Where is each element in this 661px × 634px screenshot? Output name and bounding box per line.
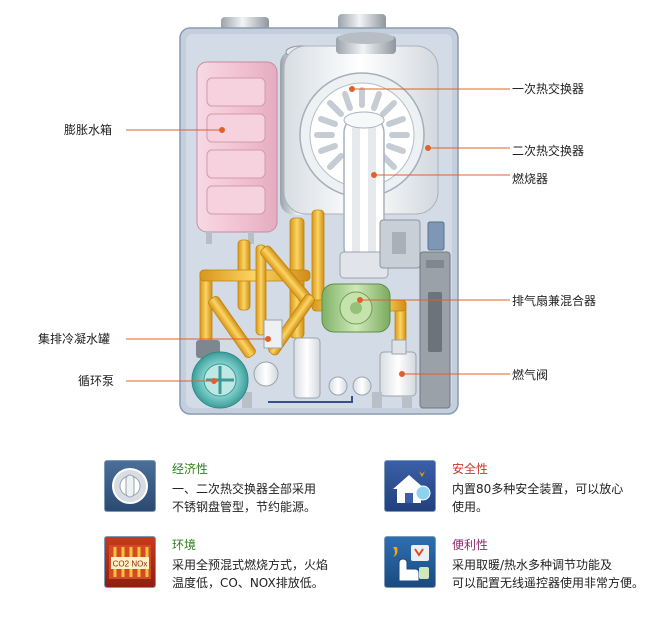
feature-title: 便利性 — [452, 538, 489, 552]
feature-economy: 经济性 一、二次热交换器全部采用 不锈钢盘管型，节约能源。 — [104, 460, 364, 520]
boiler-cutaway — [126, 14, 510, 415]
label-circulation-pump: 循环泵 — [78, 374, 115, 388]
label-burner: 燃烧器 — [512, 172, 549, 186]
feature-title: 环境 — [172, 538, 197, 552]
feature-title: 安全性 — [452, 462, 489, 476]
feature-description: 采用取暖/热水多种调节功能及 可以配置无线遥控器使用非常方便。 — [452, 558, 645, 590]
co2-nox-icon-text: CO2 NOx — [113, 560, 148, 569]
boiler-diagram: 膨胀水箱 集排冷凝水罐 循环泵 一次热交换器 二次热交换器 燃烧器 排气扇兼混合… — [38, 14, 597, 415]
hand-controls-icon — [384, 536, 436, 588]
feature-description: 内置80多种安全装置，可以放心 使用。 — [452, 482, 624, 514]
label-primary-heat-exchanger: 一次热交换器 — [512, 82, 585, 96]
heat-exchanger-icon — [104, 460, 156, 512]
feature-environment: CO2 NOx 环境 采用全预混式燃烧方式，火焰 温度低，CO、NOX排放低。 — [104, 536, 364, 596]
label-condensate-tank: 集排冷凝水罐 — [38, 332, 111, 346]
feature-title: 经济性 — [172, 462, 209, 476]
label-expansion-tank: 膨胀水箱 — [64, 123, 113, 137]
feature-convenience: 便利性 采用取暖/热水多种调节功能及 可以配置无线遥控器使用非常方便。 — [384, 536, 660, 596]
co2-nox-icon: CO2 NOx — [104, 536, 156, 588]
label-secondary-heat-exchanger: 二次热交换器 — [512, 144, 585, 158]
feature-description: 采用全预混式燃烧方式，火焰 温度低，CO、NOX排放低。 — [172, 558, 329, 590]
top-flue-right — [338, 14, 386, 31]
feature-safety: 安全性 内置80多种安全装置，可以放心 使用。 — [384, 460, 654, 520]
feature-description: 一、二次热交换器全部采用 不锈钢盘管型，节约能源。 — [172, 482, 317, 514]
condensate-tank-shape — [293, 337, 321, 399]
label-gas-valve: 燃气阀 — [512, 368, 549, 382]
house-shield-icon — [384, 460, 436, 512]
label-exhaust-fan-mixer: 排气扇兼混合器 — [512, 294, 597, 308]
burner-shape — [343, 114, 385, 266]
